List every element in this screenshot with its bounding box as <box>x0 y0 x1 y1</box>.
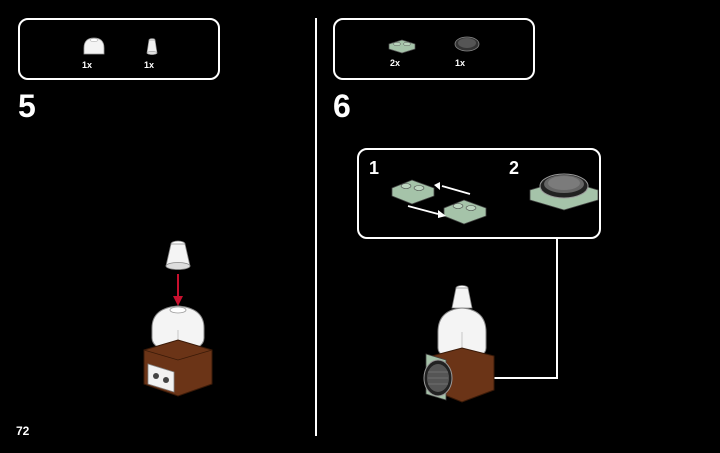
substep2-number: 2 <box>509 158 520 178</box>
grille-tile-icon <box>454 36 480 52</box>
grille-tile-icon <box>529 173 599 211</box>
step6-part2-qty: 1x <box>455 58 466 68</box>
step6-model-illustration <box>423 285 495 403</box>
step6-part1-qty: 2x <box>390 58 401 68</box>
step5-part2-qty: 1x <box>144 60 155 70</box>
step6-parts-box: 2x 1x <box>333 18 535 80</box>
sand-green-plate-icon <box>443 199 487 225</box>
page-number: 72 <box>16 424 30 438</box>
arrow-icon <box>407 182 471 218</box>
white-cone-piece-icon <box>165 240 191 270</box>
sand-green-plate-icon <box>388 39 416 54</box>
substep1-illustration <box>391 179 487 225</box>
substep1-number: 1 <box>369 158 380 178</box>
down-arrow-icon <box>173 274 183 306</box>
substep2-illustration <box>529 173 599 211</box>
white-dome-brick-icon <box>83 37 105 55</box>
brown-base-brick-icon <box>143 339 213 397</box>
step5-number: 5 <box>18 88 36 124</box>
step5-part1-qty: 1x <box>82 60 93 70</box>
step5-model-illustration <box>143 240 213 397</box>
page-divider <box>315 18 317 436</box>
white-cone-piece-icon <box>146 38 158 55</box>
step6-number: 6 <box>333 88 351 124</box>
step6-subassembly-box: 1 2 <box>357 148 601 239</box>
sand-green-plate-icon <box>391 179 435 205</box>
step5-parts-box: 1x 1x <box>18 18 220 80</box>
